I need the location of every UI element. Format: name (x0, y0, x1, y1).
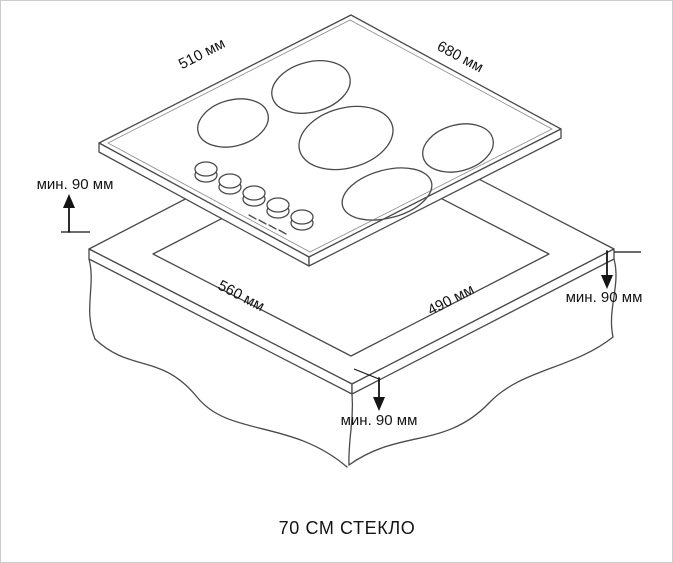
clearance-right-label: мин. 90 мм (566, 289, 643, 306)
burner-ring (197, 98, 269, 148)
hob (98, 14, 562, 267)
burners (197, 60, 494, 221)
burner-ring (422, 123, 494, 173)
cabinet-left-edge (88, 258, 96, 340)
down-arrow-icon (601, 275, 613, 289)
clearance-bottom-annotation: мин. 90 мм (341, 368, 418, 429)
cabinet-right-edge (610, 258, 617, 338)
vent-slots (248, 214, 287, 235)
up-arrow-icon (63, 194, 75, 208)
down-arrow-icon (373, 397, 385, 411)
burner-ring (298, 105, 394, 171)
clearance-right-annotation: мин. 90 мм (566, 250, 643, 306)
burner-ring (341, 167, 433, 221)
cabinet-front-edge (348, 393, 354, 466)
control-knob (290, 209, 314, 231)
cabinet-torn-edge-left (94, 338, 348, 468)
clearance-bottom-label: мин. 90 мм (341, 412, 418, 429)
countertop-thickness-right (351, 248, 615, 395)
control-knob (218, 173, 242, 195)
cabinet-torn-edge-right (348, 336, 614, 466)
control-knob (242, 185, 266, 207)
diagram-caption: 70 СМ СТЕКЛО (279, 518, 416, 538)
control-knob (266, 197, 290, 219)
clearance-left-label: мин. 90 мм (37, 176, 114, 193)
cabinet-section (88, 258, 617, 468)
hob-thickness-right (308, 128, 562, 267)
control-knob (194, 161, 218, 183)
hob-glass-inner-frame (107, 19, 553, 253)
control-knobs (194, 161, 314, 231)
clearance-left-annotation: мин. 90 мм (37, 176, 114, 233)
hob-depth-label: 510 мм (176, 35, 228, 73)
burner-ring (271, 60, 351, 114)
